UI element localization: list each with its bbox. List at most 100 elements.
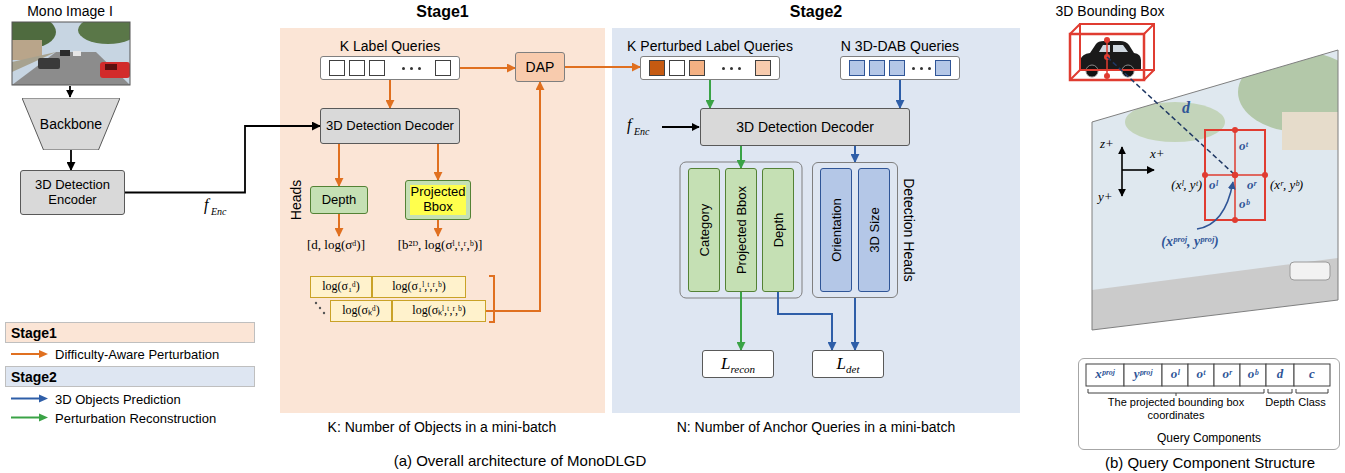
image-plane (1092, 50, 1338, 330)
legend-row: Difficulty-Aware Perturbation (5, 344, 255, 364)
input-photo (105, 64, 117, 70)
box-label: log(σ₁ᵈ) (322, 280, 360, 294)
feature-symbol: f (204, 196, 208, 214)
head-label: Category (697, 204, 712, 257)
flow-arrow (740, 292, 742, 350)
uncertainty-cell: log(σₖᵈ) (330, 300, 392, 322)
center-label: (xᵖʳᵒʲ, yᵖʳᵒʲ) (1161, 234, 1218, 250)
figure-caption: (a) Overall architecture of MonoDLGD (394, 452, 647, 469)
loss-subscript: recon (730, 363, 755, 376)
stack-dots (319, 307, 321, 309)
legend-text: 3D Objects Prediction (55, 391, 181, 406)
box-label: log(σ₁ˡ,ᵗ,ʳ,ᵇ) (392, 280, 446, 294)
ellipsis-dot (722, 67, 725, 70)
loss-subscript: det (846, 363, 859, 376)
feature-subscript: Enc (634, 126, 650, 138)
query-token (329, 60, 345, 76)
ellipsis-dot (730, 67, 733, 70)
legend-line-sample (9, 408, 53, 427)
stage-panel: Stage1K Label QueriesDAP3D Detection Dec… (280, 28, 605, 413)
table-cell: oʳ (1222, 367, 1231, 382)
query-token (755, 60, 771, 76)
axis-label: x+ (1150, 147, 1165, 162)
box-label: log(σₖˡ,ᵗ,ʳ,ᵇ) (412, 304, 465, 318)
ellipsis-dot (920, 67, 923, 70)
camera-axes (1122, 169, 1154, 171)
head-output: [d, log(σᵈ)] (307, 238, 365, 253)
query-row: K Perturbed Label Queries (640, 56, 780, 80)
uncertainty-cell: log(σ₁ᵈ) (310, 276, 372, 298)
flow-arrow (437, 144, 439, 180)
image-plane (1290, 262, 1330, 280)
box-label: Backbone (40, 116, 102, 132)
flow-arrow (778, 292, 832, 350)
loss-box: Lrecon (702, 350, 774, 378)
box-label: Projected Bbox (410, 185, 466, 215)
feature-arrow (662, 126, 699, 128)
query-token (649, 60, 665, 76)
stage-title: Stage2 (612, 3, 1020, 21)
offset-label: oʳ (1247, 178, 1256, 193)
flow-arrow (338, 144, 340, 186)
projected-box (1232, 172, 1238, 178)
loss-symbol: L (721, 354, 730, 374)
flow-arrow (486, 82, 540, 311)
head-label: Projected Bbox (734, 186, 749, 274)
legend-line-sample (9, 389, 53, 408)
car-cube (1104, 73, 1110, 79)
car-cube (1070, 24, 1154, 80)
bracket-label: Depth (1265, 396, 1294, 409)
input-photo (4, 16, 138, 85)
legend-text: Difficulty-Aware Perturbation (55, 347, 219, 362)
table-cell: c (1309, 367, 1315, 382)
uncertainty-cell: log(σₖˡ,ᵗ,ʳ,ᵇ) (392, 300, 486, 322)
query-cells (1188, 364, 1214, 386)
ellipsis-dot (912, 67, 915, 70)
head-label: Orientation (829, 198, 844, 262)
offset-label: oˡ (1209, 178, 1218, 193)
loss-box: Ldet (812, 350, 884, 378)
backbone-trapezoid: Backbone (22, 98, 120, 150)
box-label: 3D Detection Decoder (736, 119, 874, 135)
car-cube (1099, 45, 1128, 52)
legend-line-sample (11, 417, 41, 419)
query-token (669, 60, 685, 76)
feature-subscript: Enc (211, 206, 227, 218)
stack-dots (315, 302, 325, 314)
input-photo (38, 58, 60, 69)
stack-dots (315, 302, 317, 304)
box-label: log(σₖᵈ) (342, 304, 380, 318)
projected-box (1202, 127, 1268, 223)
box-label: Depth (322, 193, 357, 208)
box-label: 3D Detection Decoder (326, 119, 454, 134)
head-output: [b²ᴰ, log(σˡ,ᵗ,ʳ,ᵇ)] (398, 238, 483, 253)
flow-arrow (709, 80, 711, 108)
query-cells (1162, 364, 1188, 386)
input-photo (12, 22, 130, 85)
dap-box: DAP (515, 52, 565, 82)
ellipsis-dot (402, 67, 405, 70)
camera-axes (1121, 147, 1123, 170)
legend-line-sample (11, 398, 41, 400)
car-cube (1104, 37, 1110, 43)
table-cell: oˡ (1171, 367, 1180, 382)
ellipsis-dot (418, 67, 421, 70)
decoder-box: 3D Detection Decoder (320, 108, 460, 144)
query-cells (1086, 364, 1124, 386)
car-cube (1070, 24, 1154, 80)
head-box: Depth (762, 168, 794, 292)
depth-ray (1107, 57, 1235, 175)
bracket-label: Class (1298, 396, 1326, 409)
head-box: Orientation (820, 168, 852, 292)
corner-label: (xˡ, yᵗ) (1171, 178, 1202, 193)
cell-bracket (1088, 389, 1328, 396)
projected-box (1205, 130, 1265, 220)
offset-label: oᵇ (1239, 197, 1249, 212)
flow-arrow (69, 86, 71, 97)
legend-row: Perturbation Reconstruction (5, 408, 255, 427)
depth-symbol: d (1182, 99, 1190, 117)
feature-symbol: f (627, 116, 631, 134)
query-token (435, 60, 451, 76)
query-cells (1124, 364, 1162, 386)
legend-text: Stage2 (11, 369, 57, 385)
